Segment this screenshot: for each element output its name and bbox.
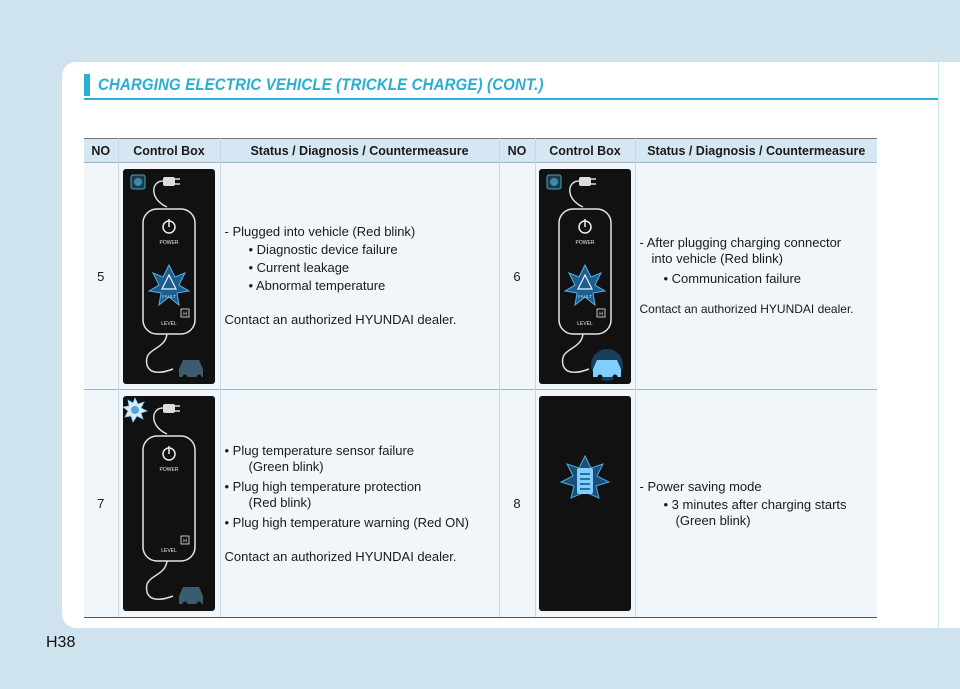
header-no: NO (84, 138, 119, 163)
status-text: (Red blink) (248, 494, 312, 510)
fault-label: FAULT (162, 294, 176, 299)
level-label: LEVEL (161, 321, 177, 327)
page-title: CHARGING ELECTRIC VEHICLE (TRICKLE CHARG… (98, 75, 544, 94)
title-accent-bar (84, 74, 90, 96)
status-text: (Green blink) (675, 512, 751, 528)
header-control-box: Control Box (118, 138, 221, 163)
level-badge: H (183, 539, 187, 545)
status-text: • Plug temperature sensor failure (224, 442, 415, 458)
status-text: • Diagnostic device failure (248, 242, 398, 257)
row-number: 7 (84, 389, 119, 618)
row-number: 8 (499, 389, 536, 618)
power-label: POWER (160, 240, 179, 246)
status-text: - Power saving mode (639, 478, 762, 494)
status-cell: - Power saving mode • 3 minutes after ch… (635, 389, 877, 618)
status-text: • 3 minutes after charging starts (663, 496, 847, 512)
status-text: • Plug high temperature protection (224, 478, 422, 494)
level-badge: H (183, 311, 187, 317)
control-box-cell: POWER H LEVEL (118, 389, 221, 618)
header-control-box-2: Control Box (535, 138, 636, 163)
level-badge: H (599, 311, 603, 317)
power-label: POWER (160, 467, 179, 473)
page-margin-line (938, 62, 939, 628)
status-text: - After plugging charging connector (639, 235, 842, 250)
status-cell: • Plug temperature sensor failure (Green… (220, 389, 500, 618)
status-cell: - After plugging charging connector into… (635, 162, 877, 390)
status-text: into vehicle (Red blink) (651, 251, 784, 266)
control-box-cell: POWER FAULT H LEVEL (118, 162, 221, 390)
status-text: • Plug high temperature warning (Red ON) (224, 514, 469, 530)
status-text: Contact an authorized HYUNDAI dealer. (224, 312, 457, 327)
control-box-communication-image: POWER FAULT H LEVEL (539, 168, 631, 384)
control-box-cell: POWER FAULT H LEVEL (535, 162, 636, 390)
row-number: 6 (499, 162, 536, 390)
power-label: POWER (576, 240, 595, 246)
header-status-2: Status / Diagnosis / Countermeasure (635, 138, 877, 163)
status-text: Contact an authorized HYUNDAI dealer. (639, 302, 854, 316)
control-box-table: NO Control Box Status / Diagnosis / Coun… (84, 138, 877, 618)
table-row: 7 POWER H LEVEL (84, 389, 877, 618)
table-row: 5 POWER FAULT (84, 162, 877, 390)
control-box-fault-image: POWER FAULT H LEVEL (123, 168, 215, 384)
status-text: (Green blink) (248, 458, 324, 474)
control-box-cell (535, 389, 636, 618)
control-box-power-saving-image (539, 396, 631, 611)
header-status: Status / Diagnosis / Countermeasure (220, 138, 500, 163)
page-number: H38 (46, 634, 76, 651)
status-text: - Plugged into vehicle (Red blink) (224, 224, 416, 239)
status-cell: - Plugged into vehicle (Red blink) • Dia… (220, 162, 500, 390)
level-label: LEVEL (577, 321, 593, 327)
row-number: 5 (84, 162, 119, 390)
control-box-plug-temperature-image: POWER H LEVEL (123, 396, 215, 611)
level-label: LEVEL (161, 548, 177, 554)
status-text: • Current leakage (248, 260, 350, 275)
status-text: • Abnormal temperature (248, 278, 386, 293)
header-no-2: NO (499, 138, 536, 163)
status-text: • Communication failure (663, 271, 802, 286)
title-rule (84, 98, 938, 100)
table-header-row: NO Control Box Status / Diagnosis / Coun… (84, 138, 877, 163)
fault-label: FAULT (578, 294, 592, 299)
status-text: Contact an authorized HYUNDAI dealer. (224, 548, 457, 564)
